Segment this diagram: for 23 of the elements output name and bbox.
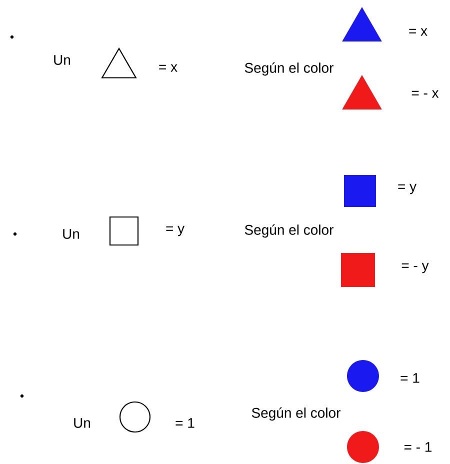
label-text: Según el color — [244, 224, 334, 238]
value-text: = y — [166, 226, 184, 236]
circle-shape — [119, 401, 151, 433]
circle-shape — [347, 360, 379, 392]
triangle-shape — [342, 75, 382, 110]
value-text: = y — [398, 184, 416, 194]
label-text: Según el color — [244, 62, 334, 76]
value-text: = x — [159, 64, 178, 72]
square-shape — [109, 216, 139, 246]
square-shape — [341, 253, 375, 287]
value-text: = 1 — [176, 418, 194, 428]
label-text: Un — [63, 229, 80, 239]
triangle-shape — [342, 7, 382, 42]
label-text: Un — [74, 418, 90, 428]
value-text: = - y — [402, 262, 429, 274]
value-text: = - x — [412, 90, 439, 98]
value-text: = 1 — [400, 373, 420, 383]
label-text: Según el color — [252, 407, 340, 421]
value-text: = - 1 — [404, 442, 432, 452]
label-text: Un — [54, 55, 70, 65]
value-text: = x — [409, 28, 428, 36]
square-shape — [344, 175, 376, 207]
circle-shape — [347, 431, 379, 463]
